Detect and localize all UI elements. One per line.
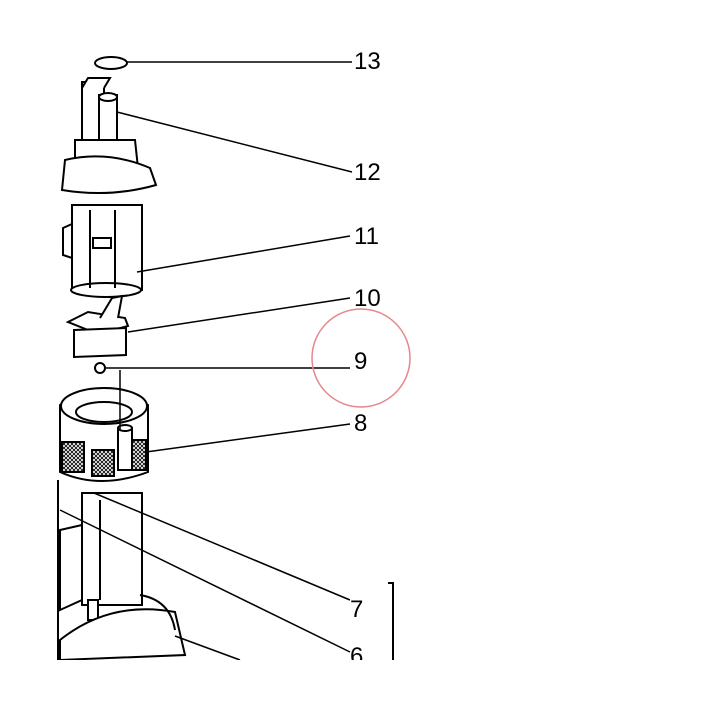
callout-13: 13 — [354, 48, 381, 75]
part-12-connector — [81, 77, 118, 141]
callout-12: 12 — [354, 159, 381, 186]
part-13-washer — [94, 56, 128, 70]
callout-10: 10 — [354, 285, 381, 312]
highlight-circle — [311, 308, 411, 408]
callout-7: 7 — [350, 596, 364, 623]
callout-6: 6 — [350, 645, 364, 660]
callout-11: 11 — [354, 223, 379, 250]
part-11-housing — [60, 139, 158, 298]
part-6-base — [59, 594, 187, 662]
crop-margin — [0, 660, 720, 720]
leader-lines — [59, 61, 353, 661]
group-bracket — [388, 582, 394, 660]
callout-8: 8 — [354, 410, 368, 437]
callout-9: 9 — [354, 348, 368, 375]
part-10-clip — [65, 294, 130, 359]
part-7-lower-body — [57, 480, 143, 660]
part-9-pin — [94, 362, 106, 374]
part-8-filter — [59, 387, 149, 482]
